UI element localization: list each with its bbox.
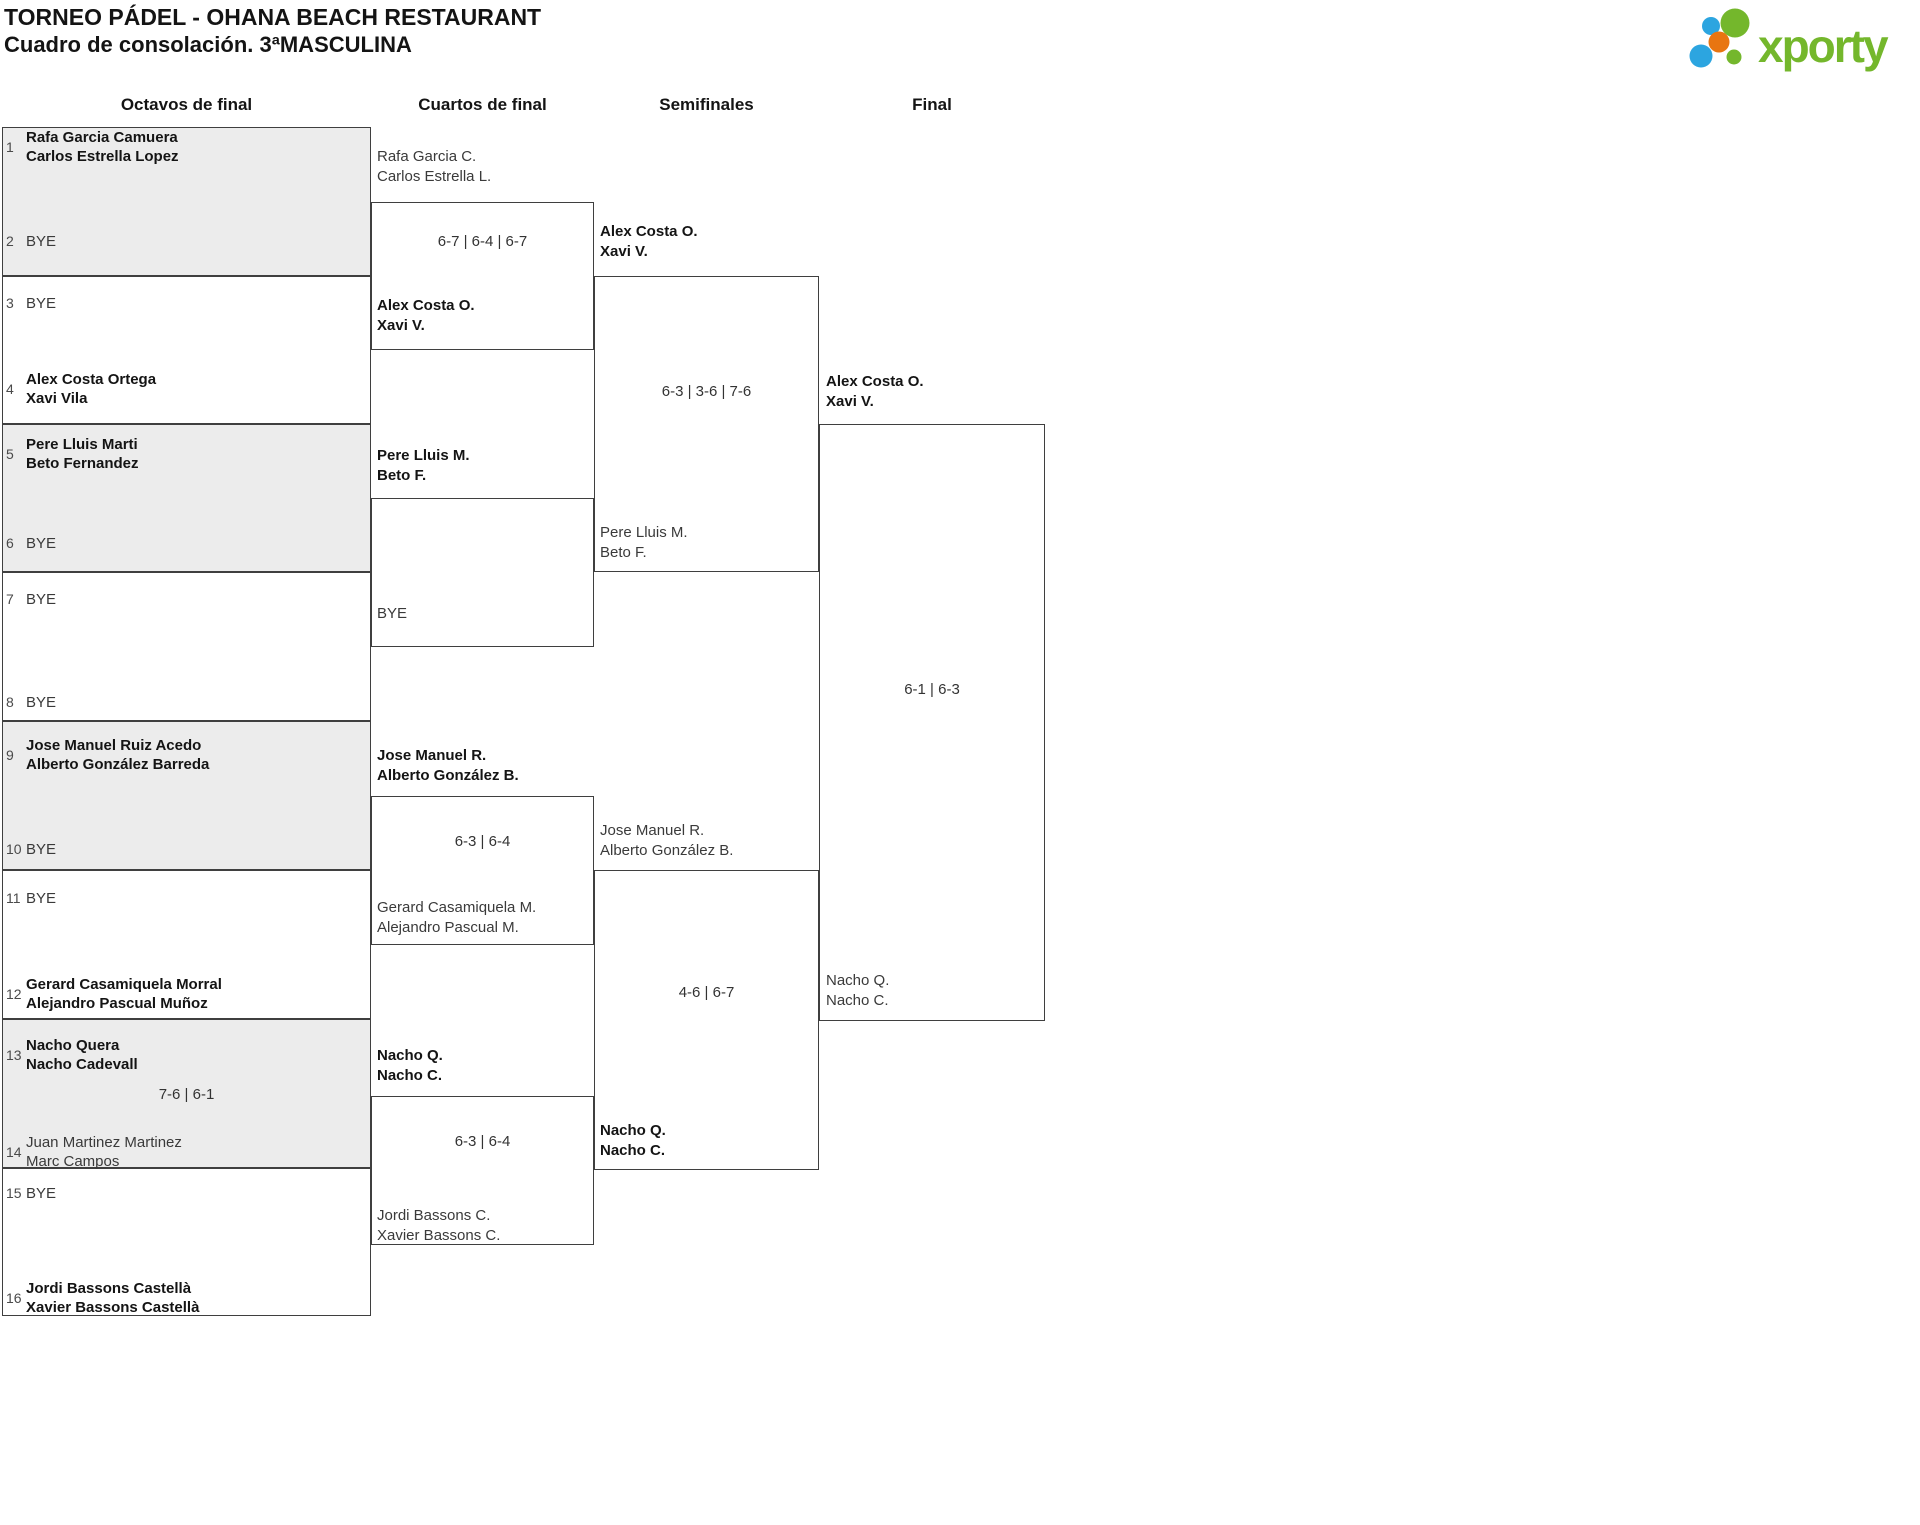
octavos-match-box-3 [2,424,371,572]
qf3-team-top: Jose Manuel R.Alberto González B. [377,747,519,784]
seed-number: 15 [6,1185,22,1201]
seed-number: 9 [6,747,14,763]
qf1-team-top: Rafa Garcia C.Carlos Estrella L. [377,148,492,185]
bye-label: BYE [26,693,57,711]
seed-number: 13 [6,1047,22,1063]
final-score: 6-1 | 6-3 [904,681,960,698]
final-team-bottom: Nacho Q.Nacho C. [826,972,890,1009]
seed-number: 10 [6,841,22,857]
seed-number: 16 [6,1290,22,1306]
seed-number: 3 [6,295,14,311]
seed-number: 5 [6,446,14,462]
seed-number: 14 [6,1144,22,1160]
bye-label: BYE [26,1184,57,1202]
seed-number: 2 [6,233,14,249]
final-team-top: Alex Costa O.Xavi V. [826,373,924,410]
seed-slot-7: 7 BYE [6,589,364,609]
qf2-team-top: Pere Lluis M.Beto F. [377,447,470,484]
octavos-match7-score: 7-6 | 6-1 [158,1086,215,1103]
bye-label: BYE [26,590,57,608]
logo-dot-green-small [1726,49,1742,65]
seed-number: 8 [6,694,14,710]
sf2-score: 4-6 | 6-7 [678,984,735,1001]
seed-slot-2: 2 BYE [6,231,364,251]
logo-dot-orange [1708,31,1730,53]
octavos-match-box-4 [2,572,371,721]
bye-label: BYE [26,889,57,907]
octavos-match-box-5 [2,721,371,870]
qf2-team-bottom: BYE [377,605,408,622]
qf1-score: 6-7 | 6-4 | 6-7 [437,233,528,250]
qf1-team-bottom: Alex Costa O.Xavi V. [377,297,475,334]
semifinal-match-box-1 [594,276,819,572]
cuartos-match-box-2 [371,498,594,647]
page-title: TORNEO PÁDEL - OHANA BEACH RESTAURANT [4,4,542,30]
round-header-octavos: Octavos de final [120,95,253,114]
seed-slot-8: 8 BYE [6,692,364,712]
logo-dot-green-big [1720,8,1750,38]
final-match-box [819,424,1045,1021]
seed-number: 11 [6,890,21,906]
sf2-team-top: Jose Manuel R.Alberto González B. [600,822,734,859]
page-subtitle: Cuadro de consolación. 3ªMASCULINA [4,32,412,57]
seed-slot-6: 6 BYE [6,533,364,553]
qf3-score: 6-3 | 6-4 [454,833,511,850]
bye-label: BYE [26,232,57,250]
qf4-score: 6-3 | 6-4 [454,1133,511,1150]
sf1-team-top: Alex Costa O.Xavi V. [600,223,698,260]
octavos-match-box-7 [2,1019,371,1168]
round-header-final: Final [912,95,952,114]
octavos-match-box-1 [2,127,371,276]
seed-number: 4 [6,381,14,397]
qf4-team-bottom: Jordi Bassons C.Xavier Bassons C. [377,1207,501,1244]
logo-dot-blue-small [1702,17,1720,35]
seed-slot-11: 11 BYE [6,888,364,908]
seed-number: 7 [6,591,14,607]
seed-slot-10: 10 BYE [6,839,364,859]
bye-label: BYE [26,534,57,552]
cuartos-match-box-4 [371,1096,594,1245]
round-header-semis: Semifinales [659,95,754,114]
logo-wordmark: xporty [1758,20,1889,72]
octavos-match-box-6 [2,870,371,1019]
logo-dot-blue-big [1689,44,1713,68]
qf4-team-top: Nacho Q.Nacho C. [377,1047,443,1084]
xporty-logo: xporty [1689,8,1891,72]
sf2-team-bottom: Nacho Q.Nacho C. [600,1122,666,1159]
cuartos-match-box-1 [371,202,594,350]
seed-number: 12 [6,986,22,1002]
semifinal-match-box-2 [594,870,819,1170]
seed-number: 6 [6,535,14,551]
bye-label: BYE [26,840,57,858]
octavos-match-box-2 [2,276,371,424]
sf1-team-bottom: Pere Lluis M.Beto F. [600,524,688,561]
octavos-match-box-8 [2,1168,371,1316]
cuartos-match-box-3 [371,796,594,945]
sf1-score: 6-3 | 3-6 | 7-6 [661,383,752,400]
qf3-team-bottom: Gerard Casamiquela M.Alejandro Pascual M… [377,899,537,936]
round-header-cuartos: Cuartos de final [418,95,547,114]
seed-number: 1 [6,139,14,155]
seed-slot-3: 3 BYE [6,293,364,313]
bye-label: BYE [26,294,57,312]
seed-slot-15: 15 BYE [6,1183,364,1203]
